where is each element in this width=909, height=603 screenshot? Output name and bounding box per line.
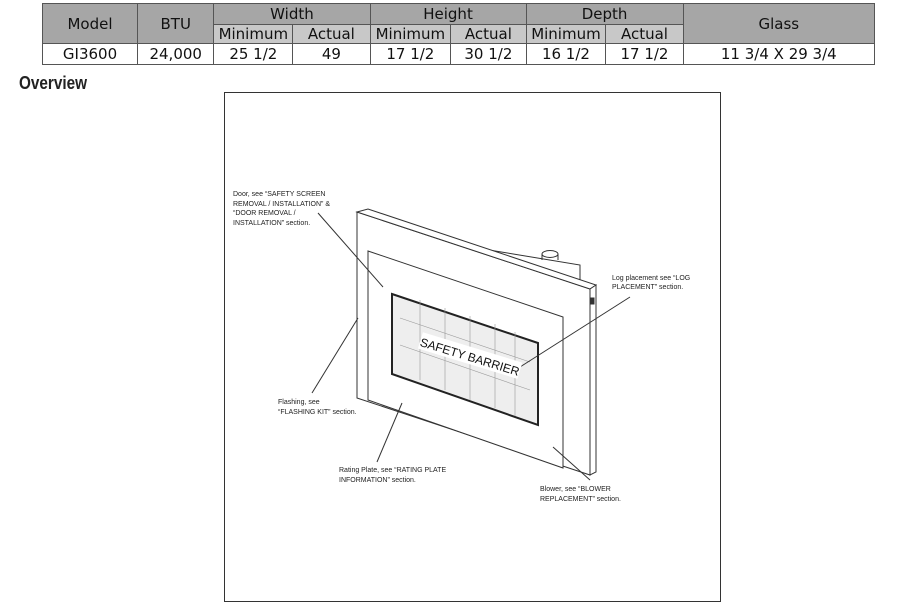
header-depth-actual: Actual: [605, 24, 684, 44]
cell-glass: 11 3/4 X 29 3/4: [682, 43, 876, 65]
cell-width-min: 25 1/2: [213, 43, 294, 65]
overview-figure-frame: [224, 92, 721, 602]
cell-btu: 24,000: [137, 43, 215, 65]
header-width: Width: [213, 3, 371, 25]
header-model: Model: [41, 3, 139, 44]
header-height-minimum: Minimum: [369, 24, 452, 44]
header-depth: Depth: [525, 3, 684, 25]
surround-side: [589, 284, 597, 476]
door-callout-line: [317, 212, 384, 288]
cell-width-actual: 49: [292, 43, 371, 65]
header-width-actual: Actual: [292, 24, 371, 44]
cell-depth-min: 16 1/2: [525, 43, 607, 65]
rear-box: [488, 249, 581, 282]
overview-heading: Overview: [19, 73, 88, 93]
cell-height-min: 17 1/2: [369, 43, 452, 65]
log-callout-line: [519, 296, 631, 368]
header-height-actual: Actual: [450, 24, 527, 44]
flashing-callout-line: [311, 317, 359, 394]
cell-height-actual: 30 1/2: [450, 43, 527, 65]
header-width-minimum: Minimum: [213, 24, 294, 44]
table-row: GI3600 24,000 25 1/2 49 17 1/2 30 1/2 16…: [41, 43, 876, 65]
flue-collar: [541, 250, 559, 258]
flue-collar-sides: [541, 254, 559, 260]
safety-barrier-plate: [417, 332, 523, 379]
side-switch: [590, 297, 595, 305]
cell-depth-actual: 17 1/2: [605, 43, 684, 65]
specifications-table: Model BTU Width Height Depth Glass Minim…: [41, 3, 876, 65]
cell-model: GI3600: [41, 43, 139, 65]
header-btu: BTU: [137, 3, 215, 44]
header-height: Height: [369, 3, 527, 25]
header-depth-minimum: Minimum: [525, 24, 607, 44]
blower-callout-line: [552, 446, 591, 481]
flashing-callout: Flashing, see“FLASHING KIT” section.: [278, 399, 357, 416]
rating-callout-line: [376, 402, 403, 463]
